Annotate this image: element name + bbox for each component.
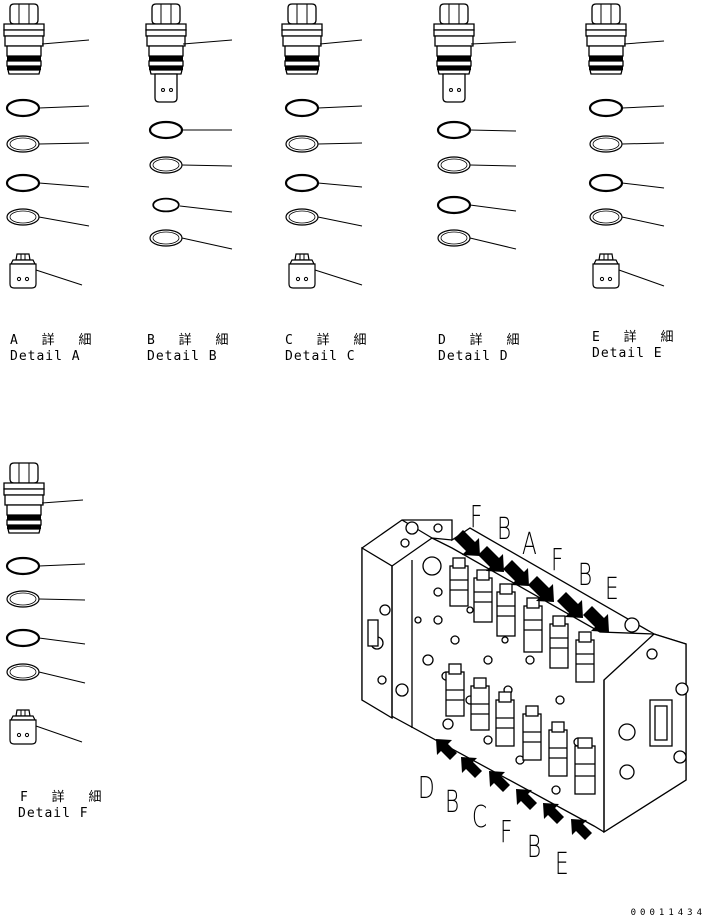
caption-detail-b: B 詳 細 Detail B [147,333,236,365]
backup-ring-c1 [285,135,319,153]
o-ring-a1 [5,98,41,118]
valve-cartridge-f [3,462,45,534]
bottom-arrows [436,739,592,840]
label-top-f1: F [470,500,483,535]
label-bottom-e: E [555,847,569,882]
o-ring-f1 [5,556,41,576]
arrow-bottom-f [516,789,537,810]
o-ring-b1 [148,120,184,140]
o-ring-d1 [436,120,472,140]
detail-f-parts [3,462,86,745]
o-ring-e2 [588,173,624,193]
backup-ring-b1 [149,156,183,174]
label-top-e: E [605,572,619,607]
backup-ring-f1 [6,590,40,608]
arrow-top-f2 [528,576,554,602]
o-ring-c2 [284,173,320,193]
label-top-b2: B [578,558,593,593]
caption-detail-d: D 詳 細 Detail D [438,333,527,365]
o-ring-c1 [284,98,320,118]
caption-detail-f-en: Detail F [18,806,89,821]
backup-ring-d2 [437,229,471,247]
arrow-bottom-d [436,739,457,760]
detail-e-parts [585,3,665,289]
caption-detail-e: E 詳 細 Detail E [592,330,681,362]
arrow-bottom-c [489,771,510,792]
caption-detail-d-jp: D 詳 細 [438,333,528,348]
arrow-top-b1 [478,546,504,572]
caption-detail-c: C 詳 細 Detail C [285,333,374,365]
caption-detail-e-en: Detail E [592,346,663,361]
arrow-top-e [583,606,609,632]
label-top-b1: B [497,512,512,547]
backup-ring-b2 [149,229,183,247]
backup-ring-e2 [589,208,623,226]
label-bottom-f: F [500,815,513,850]
o-ring-b2 [152,197,180,213]
arrow-top-f1 [454,530,480,556]
valve-cartridge-c [281,3,323,75]
backup-ring-d1 [437,156,471,174]
caption-detail-a-en: Detail A [10,349,81,364]
label-top-f2: F [551,543,564,578]
arrow-top-a [503,560,529,586]
o-ring-e1 [588,98,624,118]
valve-cartridge-b [146,4,186,102]
caption-detail-f-jp: F 詳 細 [20,790,110,805]
arrow-bottom-e [571,819,592,840]
detail-c-parts [281,3,363,289]
caption-detail-b-jp: B 詳 細 [147,333,237,348]
poppet-f [9,709,37,745]
detail-b-parts [146,4,233,250]
o-ring-f2 [5,628,41,648]
caption-detail-c-jp: C 詳 細 [285,333,375,348]
arrow-bottom-b2 [543,803,564,824]
o-ring-d2 [436,195,472,215]
valve-cartridge-a [3,3,45,75]
backup-ring-f2 [6,663,40,681]
backup-ring-e1 [589,135,623,153]
top-arrows [454,530,609,632]
caption-detail-a: A 詳 細 Detail A [10,333,99,365]
caption-detail-e-jp: E 詳 細 [592,330,682,345]
caption-detail-a-jp: A 詳 細 [10,333,100,348]
arrow-top-b2 [557,592,583,618]
drawing-code: 00011434 [630,908,706,918]
label-bottom-b2: B [527,830,542,865]
poppet-e [592,253,620,289]
o-ring-a2 [5,173,41,193]
label-bottom-b1: B [445,785,460,820]
caption-detail-d-en: Detail D [438,349,509,364]
valve-cartridge-d [434,4,474,102]
poppet-c [288,253,316,289]
caption-detail-b-en: Detail B [147,349,218,364]
caption-detail-f: F 詳 細 Detail F [18,790,109,822]
label-bottom-d: D [418,771,435,806]
arrow-bottom-b1 [461,757,482,778]
poppet-a [9,253,37,289]
label-top-a: A [522,527,537,562]
backup-ring-a1 [6,135,40,153]
label-bottom-c: C [472,800,488,835]
detail-a-parts [3,3,90,289]
backup-ring-c2 [285,208,319,226]
control-valve-assembly [361,519,689,834]
caption-detail-c-en: Detail C [285,349,356,364]
detail-d-parts [434,4,517,250]
valve-cartridge-e [585,3,627,75]
backup-ring-a2 [6,208,40,226]
